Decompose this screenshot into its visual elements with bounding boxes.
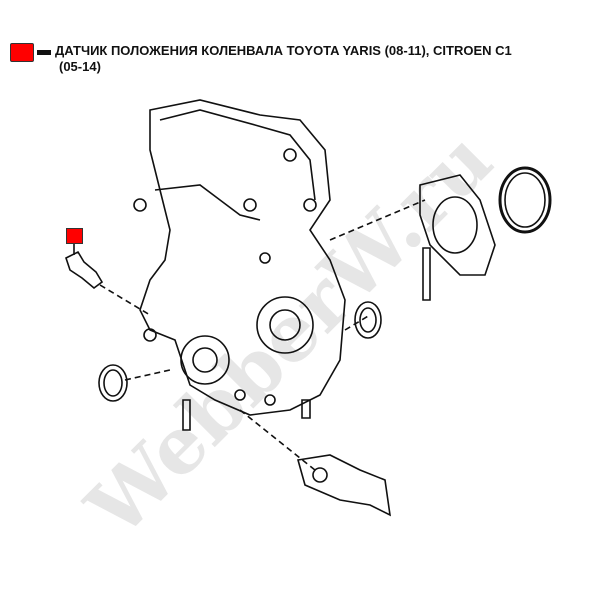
legend-dash — [37, 50, 51, 55]
legend-label-line1: ДАТЧИК ПОЛОЖЕНИЯ КОЛЕНВАЛА TOYOTA YARIS … — [55, 43, 512, 58]
legend-label-line2: (05-14) — [59, 59, 101, 74]
rear-oil-seal — [498, 166, 552, 234]
timing-cover — [133, 99, 346, 416]
legend-color-swatch — [10, 43, 34, 62]
rear-seal-retainer — [419, 174, 496, 276]
oil-strainer — [296, 454, 392, 517]
oil-seal-middle — [354, 301, 382, 339]
oil-seal-left — [98, 364, 128, 402]
crankshaft-position-sensor — [65, 244, 104, 290]
legend-label: ДАТЧИК ПОЛОЖЕНИЯ КОЛЕНВАЛА TOYOTA YARIS … — [55, 43, 595, 75]
sensor-highlight-marker — [66, 228, 83, 244]
stud-bolts — [182, 247, 431, 431]
